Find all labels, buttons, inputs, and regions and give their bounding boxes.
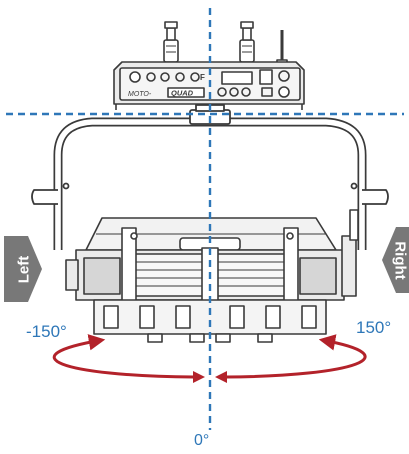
left-side-tab: Left (4, 236, 44, 302)
right-tab-shape (382, 227, 409, 293)
light-fixture (65, 209, 359, 343)
svg-text:QUAD: QUAD (171, 89, 194, 98)
svg-text:MOTO-: MOTO- (128, 91, 152, 98)
rotation-arrow-left (52, 334, 195, 379)
rotation-arrow-right (225, 334, 367, 379)
rotation-arrowhead-left-center (193, 371, 205, 383)
top-connector-right (239, 21, 255, 63)
right-label: Right (391, 240, 409, 280)
left-tab-shape (4, 236, 42, 302)
left-label: Left (15, 255, 33, 283)
rotation-arrowhead-right-center (215, 371, 227, 383)
top-connector-left (163, 21, 179, 63)
angle-label-zero: 0° (194, 432, 210, 449)
right-side-tab: Right (380, 227, 409, 293)
angle-label-right: 150° (356, 318, 392, 337)
antenna (276, 30, 288, 67)
angle-label-left: -150° (26, 322, 67, 341)
svg-text:F: F (200, 73, 205, 82)
